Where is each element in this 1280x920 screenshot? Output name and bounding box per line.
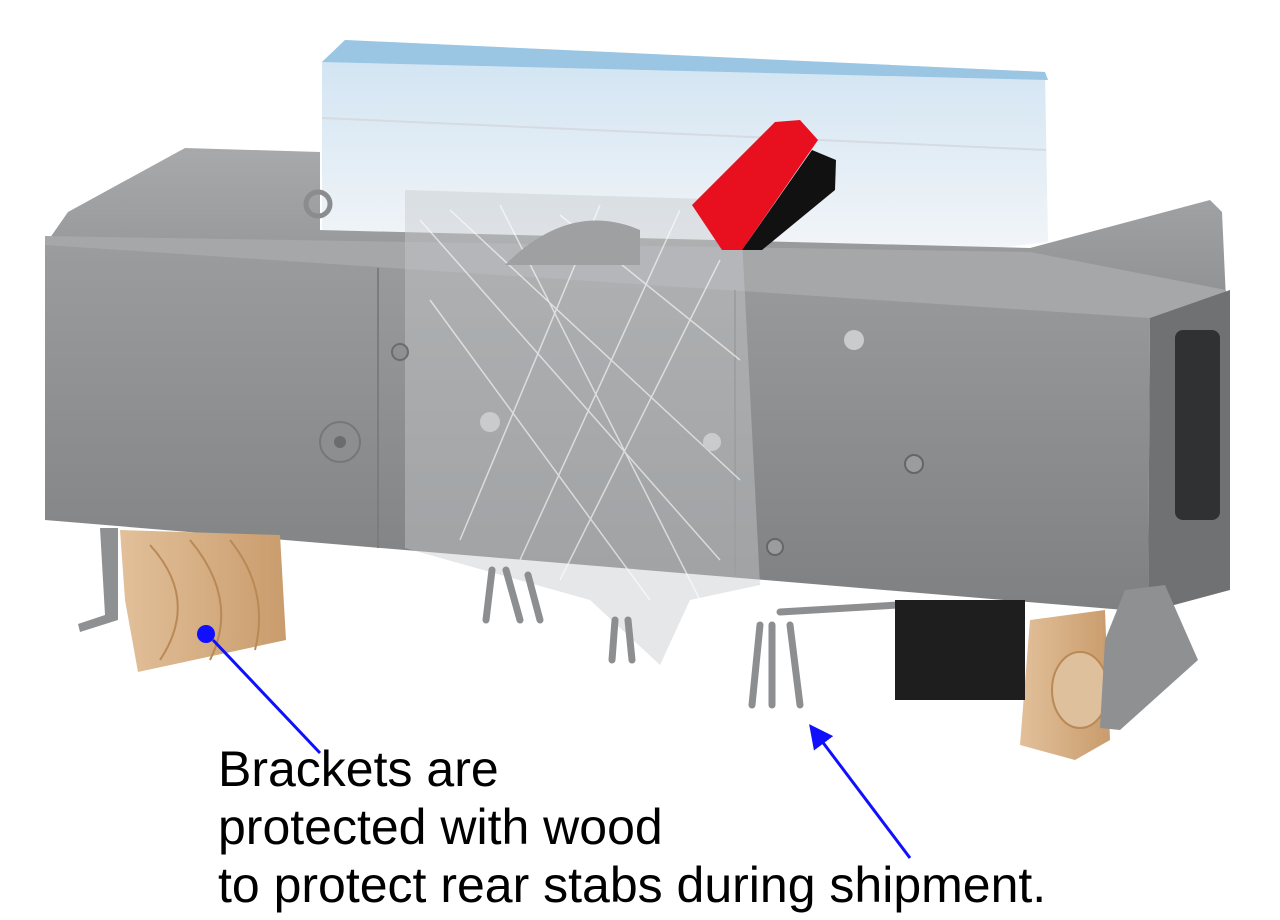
handle-icon xyxy=(692,120,836,250)
annotation-arrows xyxy=(197,625,912,859)
bolts xyxy=(303,189,924,556)
foam-block xyxy=(321,40,1048,250)
rear-stab-clips xyxy=(482,566,902,709)
wood-block-right xyxy=(1020,610,1110,760)
caption-line-1: Brackets are xyxy=(218,741,499,797)
mounting-brackets xyxy=(78,528,1198,730)
enclosure-lid xyxy=(45,148,1226,325)
enclosure-front xyxy=(45,245,1230,612)
black-component xyxy=(895,600,1025,700)
wood-block-left xyxy=(120,530,286,672)
pointer-dot-icon xyxy=(197,625,215,643)
annotation-caption: Brackets are protected with wood to prot… xyxy=(218,740,1046,914)
shrink-wrap xyxy=(405,190,760,665)
caption-line-2: protected with wood xyxy=(218,799,663,855)
caption-line-3: to protect rear stabs during shipment. xyxy=(218,857,1047,913)
